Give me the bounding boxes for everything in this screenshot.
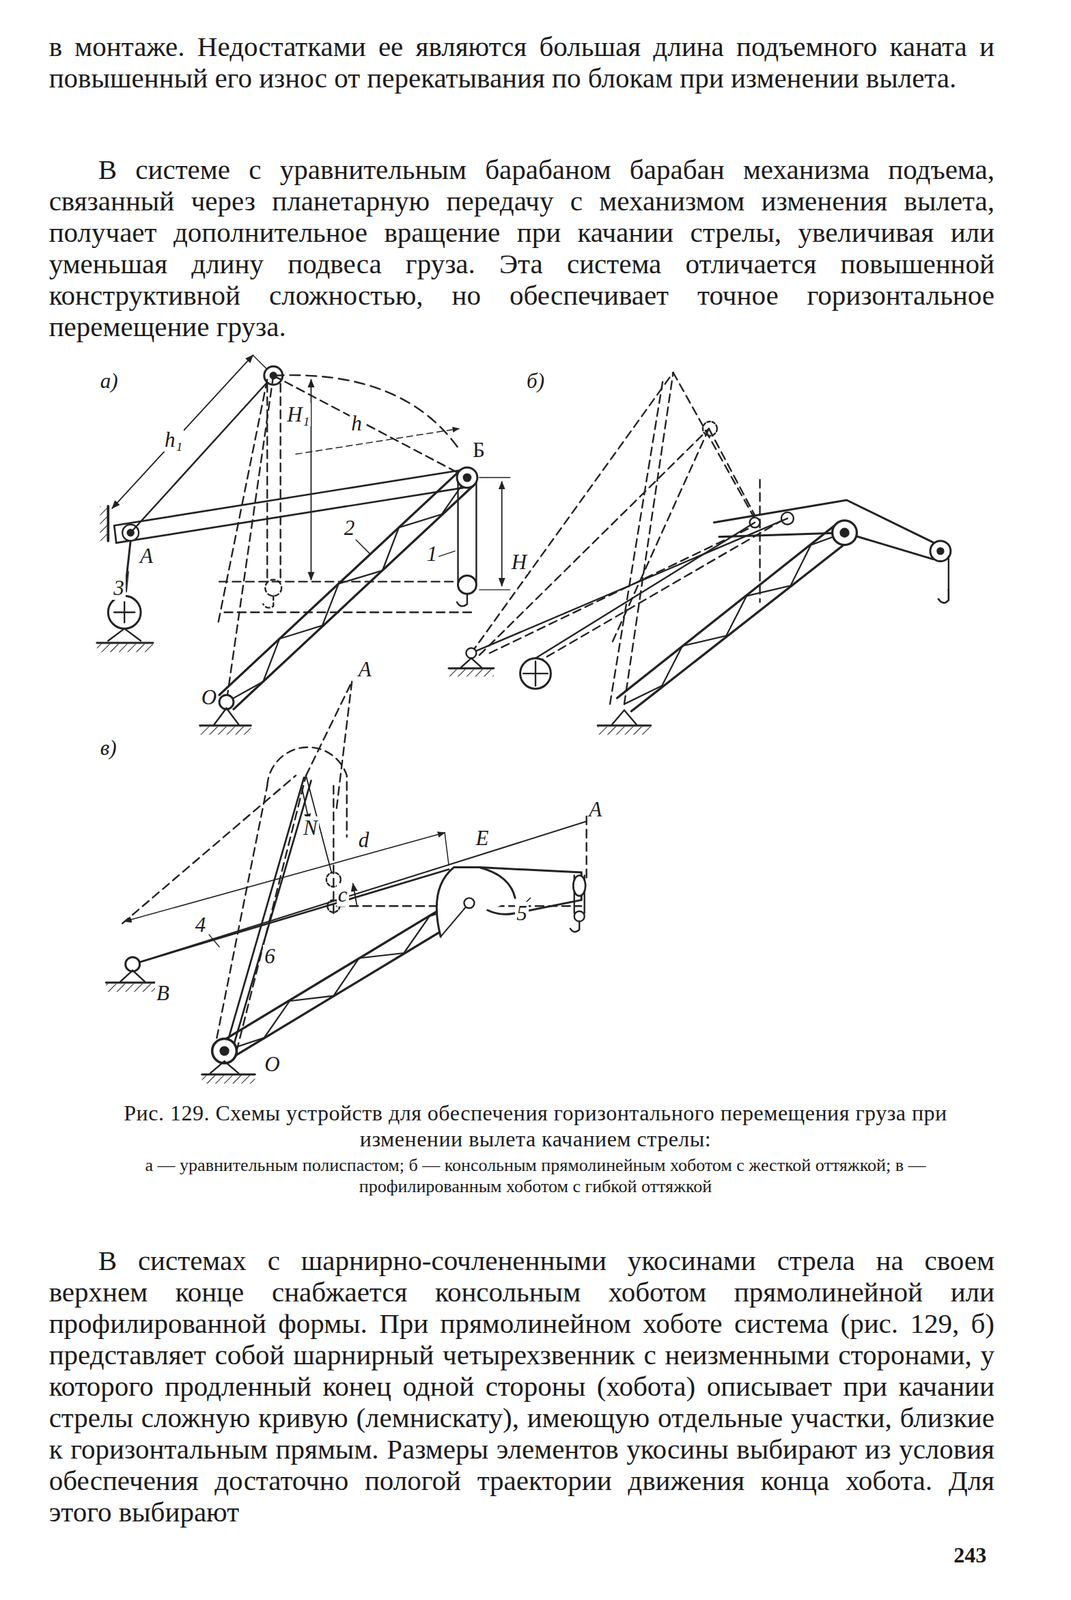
point-label: E bbox=[474, 826, 490, 850]
figure-letter: в) bbox=[99, 736, 119, 760]
force-label: N bbox=[301, 816, 319, 840]
point-label: B bbox=[155, 981, 171, 1005]
dimension-label: d bbox=[357, 828, 371, 852]
dimension-label: H bbox=[510, 550, 528, 574]
point-label: O bbox=[200, 685, 218, 709]
body-paragraph: в монтаже. Недостатками ее являются боль… bbox=[49, 30, 995, 94]
dimension-label: c bbox=[336, 883, 350, 907]
point-label: A bbox=[357, 657, 373, 681]
callout-number: 1 bbox=[425, 542, 440, 566]
page-number: 243 bbox=[953, 1542, 987, 1567]
callout-number: 5 bbox=[515, 901, 529, 925]
point-label: A bbox=[587, 797, 604, 822]
figure-caption: Рис. 129. Схемы устройств для обеспечени… bbox=[89, 1099, 981, 1152]
dimension-label: h bbox=[349, 411, 364, 436]
body-paragraph: В системах с шарнирно-сочлененными укоси… bbox=[49, 1244, 995, 1528]
dimension-label: h₁ bbox=[163, 428, 184, 452]
callout-number: 3 bbox=[112, 576, 126, 600]
point-label: A bbox=[138, 544, 155, 568]
dimension-label: H₁ bbox=[285, 402, 311, 427]
point-label: Б bbox=[471, 438, 487, 462]
caption-legend: а — уравнительным полиспастом; б — консо… bbox=[96, 1154, 975, 1197]
callout-number: 6 bbox=[262, 944, 277, 968]
callout-number: 2 bbox=[342, 516, 357, 540]
body-paragraph: В системе с уравнительным барабаном бара… bbox=[49, 153, 995, 343]
figure-letter: б) bbox=[525, 369, 546, 393]
point-label: O bbox=[262, 1052, 281, 1076]
callout-number: 4 bbox=[193, 913, 208, 937]
figure-letter: а) bbox=[99, 369, 120, 393]
